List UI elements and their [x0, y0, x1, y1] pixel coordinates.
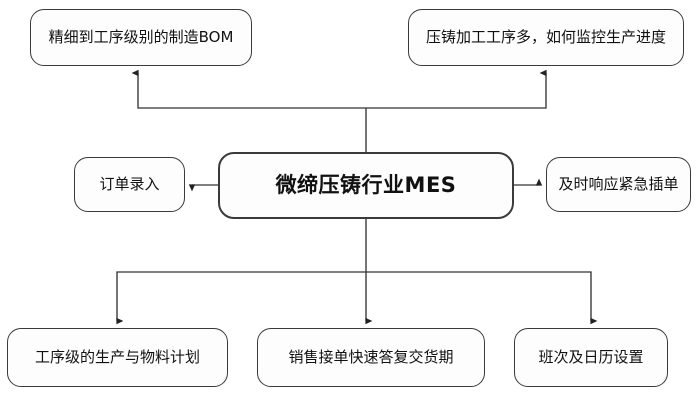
- edge-core-to-progress: [366, 69, 547, 109]
- node-urgent-order-response[interactable]: 及时响应紧急插单: [546, 157, 691, 212]
- node-shift-calendar-setting[interactable]: 班次及日历设置: [514, 328, 668, 387]
- edge-core-to-bom: [131, 69, 366, 109]
- edge-core-to-shift: [366, 271, 598, 325]
- node-production-material-plan-label: 工序级的生产与物料计划: [34, 347, 200, 366]
- node-manufacturing-bom[interactable]: 精细到工序级别的制造BOM: [30, 9, 252, 66]
- node-core-mes[interactable]: 微缔压铸行业MES: [218, 152, 514, 219]
- node-production-material-plan[interactable]: 工序级的生产与物料计划: [7, 328, 228, 387]
- node-order-entry-label: 订单录入: [99, 174, 160, 193]
- node-core-mes-label: 微缔压铸行业MES: [275, 173, 457, 198]
- node-shift-calendar-setting-label: 班次及日历设置: [538, 347, 644, 366]
- node-production-progress-label: 压铸加工工序多，如何监控生产进度: [425, 27, 666, 46]
- node-production-progress[interactable]: 压铸加工工序多，如何监控生产进度: [408, 9, 684, 66]
- node-delivery-date-reply-label: 销售接单快速答复交货期: [288, 347, 454, 366]
- edge-core-to-plan: [116, 271, 366, 325]
- node-order-entry[interactable]: 订单录入: [74, 157, 185, 212]
- node-urgent-order-response-label: 及时响应紧急插单: [558, 174, 679, 193]
- node-manufacturing-bom-label: 精细到工序级别的制造BOM: [48, 27, 234, 46]
- node-delivery-date-reply[interactable]: 销售接单快速答复交货期: [257, 328, 485, 387]
